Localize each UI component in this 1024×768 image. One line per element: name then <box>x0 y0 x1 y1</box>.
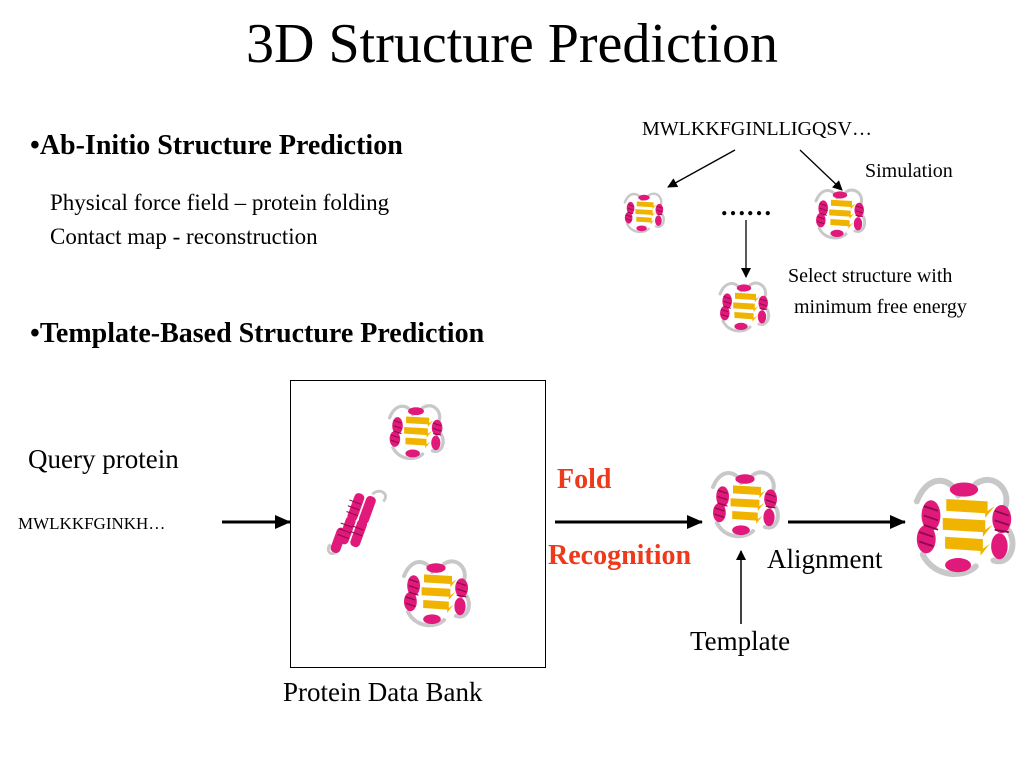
recognition-label: Recognition <box>548 540 692 571</box>
template-based-heading: •Template-Based Structure Prediction <box>30 318 484 350</box>
page-title: 3D Structure Prediction <box>246 13 778 75</box>
simulation-label: Simulation <box>865 160 953 182</box>
protein-structure-icon <box>623 192 666 234</box>
ab-initio-line-2: Contact map - reconstruction <box>50 224 318 249</box>
protein-structure-icon <box>917 480 1013 574</box>
ab-initio-heading: •Ab-Initio Structure Prediction <box>30 130 403 162</box>
protein-structure-icon <box>404 561 469 625</box>
protein-structure-icon <box>326 489 388 556</box>
select-label-line-2: minimum free energy <box>794 296 967 318</box>
protein-structure-icon <box>713 472 778 536</box>
ab-initio-heading-text: Ab-Initio Structure Prediction <box>39 130 403 161</box>
template-based-heading-text: Template-Based Structure Prediction <box>39 318 485 349</box>
protein-structure-icon <box>390 406 444 459</box>
alignment-label: Alignment <box>767 544 883 574</box>
template-label: Template <box>690 626 791 656</box>
protein-structure-icon <box>718 281 771 333</box>
query-sequence: MWLKKFGINKH… <box>18 514 166 533</box>
arrow-icon <box>667 149 736 188</box>
ab-initio-sequence: MWLKKFGINLLIGQSV… <box>642 118 872 140</box>
bullet-mark: • <box>30 318 40 349</box>
fold-label: Fold <box>557 464 612 495</box>
query-protein-label: Query protein <box>28 444 179 474</box>
ellipsis-label: …… <box>720 192 772 221</box>
ab-initio-line-1: Physical force field – protein folding <box>50 190 390 215</box>
bullet-mark: • <box>30 130 40 161</box>
pdb-label: Protein Data Bank <box>283 677 483 707</box>
select-label-line-1: Select structure with <box>788 265 953 287</box>
protein-structure-icon <box>814 188 867 240</box>
arrow-icon <box>799 149 843 191</box>
